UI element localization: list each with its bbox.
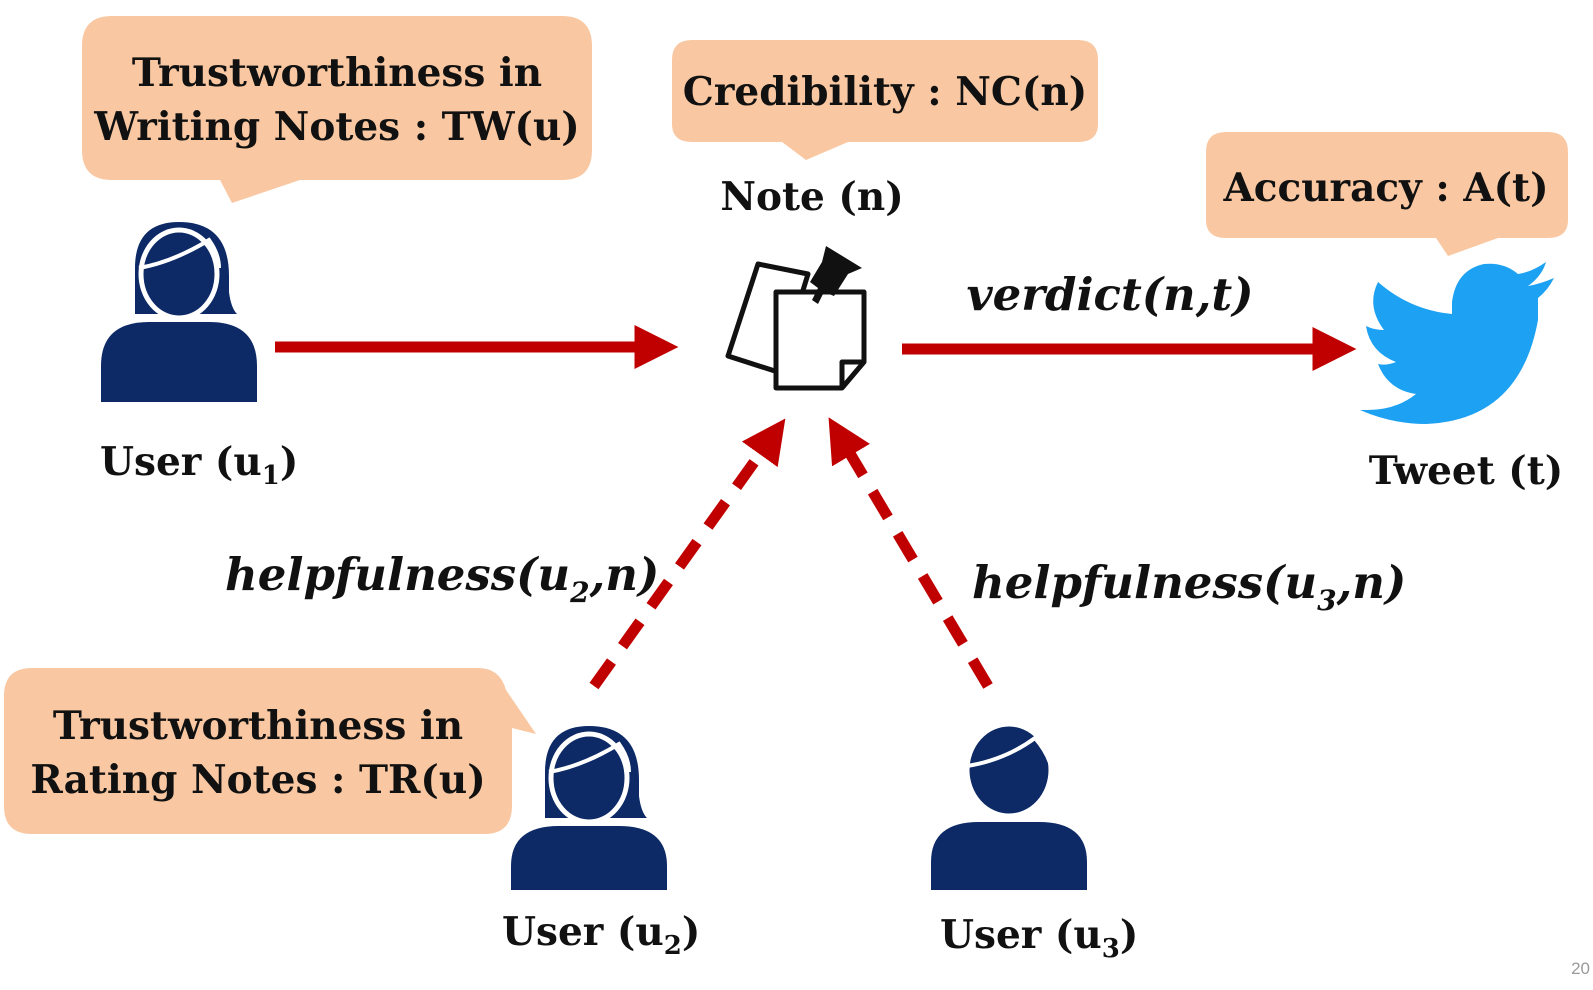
helpfulness-u2-label: helpfulness(u2,n) xyxy=(225,548,659,609)
accuracy-bubble: Accuracy : A(t) xyxy=(1206,132,1568,256)
male-user-icon xyxy=(931,721,1087,890)
female-user-icon xyxy=(101,222,257,402)
credibility-bubble: Credibility : NC(n) xyxy=(672,40,1098,160)
user1-label: User (u1) xyxy=(100,439,298,491)
helpfulness-u3-label: helpfulness(u3,n) xyxy=(972,556,1406,617)
verdict-label: verdict(n,t) xyxy=(967,268,1254,321)
female-user-icon xyxy=(511,726,667,890)
writing-trust-line1: Trustworthiness in xyxy=(132,50,542,96)
rating-trust-line1: Trustworthiness in xyxy=(53,703,463,749)
helpfulness-u2-arrow xyxy=(589,418,786,690)
user2-label: User (u2) xyxy=(502,909,700,961)
note-label: Note (n) xyxy=(720,174,903,220)
helpfulness-u3-arrow xyxy=(828,417,993,689)
writing-trust-bubble: Trustworthiness in Writing Notes : TW(u) xyxy=(82,16,592,203)
page-number: 20 xyxy=(1571,959,1590,978)
accuracy-label: Accuracy : A(t) xyxy=(1222,165,1548,211)
user3-label: User (u3) xyxy=(940,912,1138,964)
writing-trust-line2: Writing Notes : TW(u) xyxy=(93,104,580,150)
tweet-label: Tweet (t) xyxy=(1369,448,1563,494)
twitter-bird-icon xyxy=(1360,262,1554,424)
credibility-label: Credibility : NC(n) xyxy=(683,69,1087,115)
rating-trust-bubble: Trustworthiness in Rating Notes : TR(u) xyxy=(4,668,536,834)
pinned-note-icon xyxy=(725,246,867,391)
rating-trust-line2: Rating Notes : TR(u) xyxy=(30,757,485,803)
